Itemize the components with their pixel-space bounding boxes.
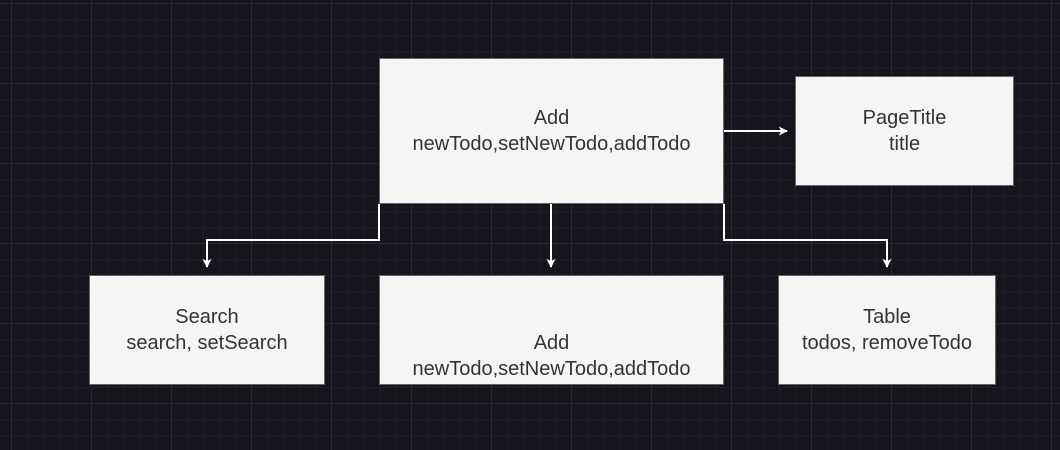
node-add-top-name: Add	[533, 107, 570, 129]
node-table-props: todos, removeTodo	[801, 332, 973, 354]
node-search-props: search, setSearch	[126, 332, 288, 354]
node-add-bottom-name: Add	[533, 332, 570, 354]
node-table-name: Table	[863, 306, 911, 328]
node-pagetitle-props: title	[888, 133, 921, 155]
node-search-name: Search	[175, 306, 239, 328]
node-table[interactable]: Table todos, removeTodo	[778, 275, 996, 385]
edge-add-to-search[interactable]	[202, 204, 380, 268]
node-add-bottom[interactable]: Add newTodo,setNewTodo,addTodo	[379, 275, 724, 385]
node-pagetitle[interactable]: PageTitle title	[795, 76, 1014, 186]
node-add-top-props: newTodo,setNewTodo,addTodo	[412, 133, 691, 155]
node-pagetitle-name: PageTitle	[862, 107, 947, 129]
node-add-bottom-props: newTodo,setNewTodo,addTodo	[412, 358, 691, 380]
node-add-top[interactable]: Add newTodo,setNewTodo,addTodo	[379, 58, 724, 204]
edge-add-to-table[interactable]	[723, 204, 892, 268]
node-search[interactable]: Search search, setSearch	[89, 275, 325, 385]
